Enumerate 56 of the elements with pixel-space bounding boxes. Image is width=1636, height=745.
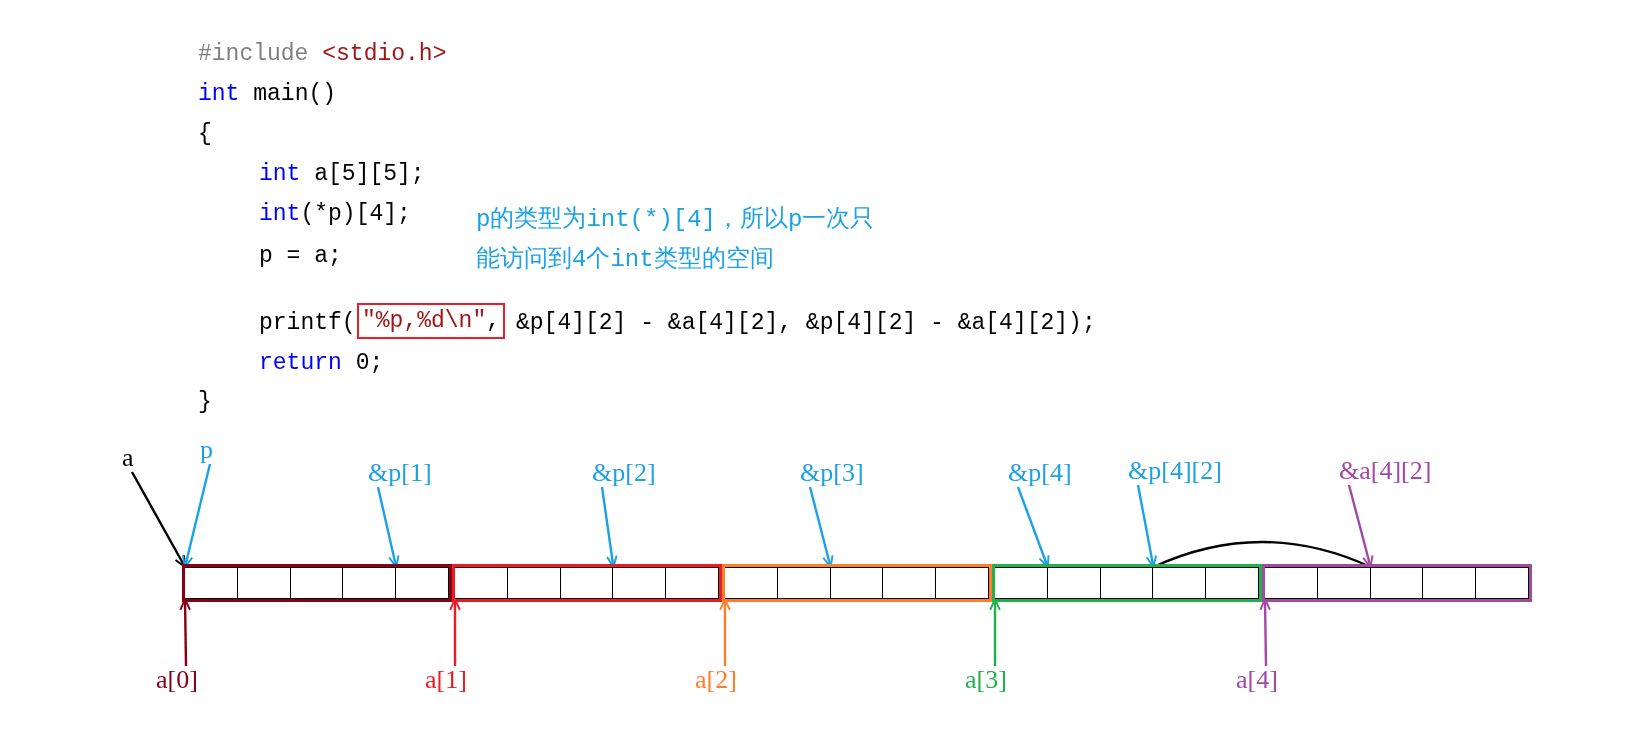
memory-cell [1476, 567, 1529, 599]
pointer-label: &p[2] [592, 459, 656, 487]
pointer-label: &a[4][2] [1339, 457, 1432, 485]
code-line: p = a; [259, 242, 342, 270]
pointer-label: &p[4][2] [1128, 457, 1222, 485]
memory-cell [1370, 567, 1424, 599]
code-line: printf( [259, 309, 356, 337]
memory-cell [830, 567, 884, 599]
highlighted-code: "%p,%d\n", [357, 303, 506, 339]
arrow [130, 471, 187, 568]
memory-cell [1206, 567, 1259, 599]
memory-cell [290, 567, 344, 599]
code-line: { [198, 120, 212, 148]
memory-cell [666, 567, 719, 599]
memory-cell [1100, 567, 1154, 599]
memory-cell [1423, 567, 1477, 599]
memory-cell [613, 567, 667, 599]
code-line: &p[4][2] - &a[4][2], &p[4][2] - &a[4][2]); [516, 309, 1096, 337]
memory-cell [777, 567, 831, 599]
code-line: int(*p)[4]; [259, 200, 411, 228]
array-row [452, 564, 722, 602]
memory-cell [1265, 567, 1318, 599]
pointer-label: a[4] [1236, 666, 1278, 694]
memory-cell [396, 567, 449, 599]
memory-cell [1153, 567, 1207, 599]
pointer-label: a[3] [965, 666, 1007, 694]
pointer-label: &p[1] [368, 459, 432, 487]
pointer-label: a[2] [695, 666, 737, 694]
code-line: #include <stdio.h> [198, 40, 447, 68]
code-line: return 0; [259, 349, 384, 377]
memory-cell [1047, 567, 1101, 599]
memory-cell [507, 567, 561, 599]
pointer-label: &p[3] [800, 459, 864, 487]
pointer-label: &p[4] [1008, 459, 1072, 487]
memory-cell [185, 567, 238, 599]
pointer-label: p [200, 436, 213, 464]
pointer-label: a [122, 444, 134, 472]
pointer-label: a[0] [156, 666, 198, 694]
pointer-label: a[1] [425, 666, 467, 694]
memory-cell [560, 567, 614, 599]
array-row [1262, 564, 1532, 602]
array-row [182, 564, 452, 602]
note-text: p的类型为int(*)[4]，所以p一次只能访问到4个int类型的空间 [476, 205, 876, 275]
memory-cell [936, 567, 989, 599]
code-line: int main() [198, 80, 337, 108]
memory-cell [995, 567, 1048, 599]
memory-cell [1317, 567, 1371, 599]
memory-cell [725, 567, 778, 599]
array-row [992, 564, 1262, 602]
memory-cell [455, 567, 508, 599]
memory-cell [237, 567, 291, 599]
memory-cell [883, 567, 937, 599]
code-line: int a[5][5]; [259, 160, 425, 188]
array-row [722, 564, 992, 602]
code-line: } [198, 388, 212, 416]
memory-cell [343, 567, 397, 599]
